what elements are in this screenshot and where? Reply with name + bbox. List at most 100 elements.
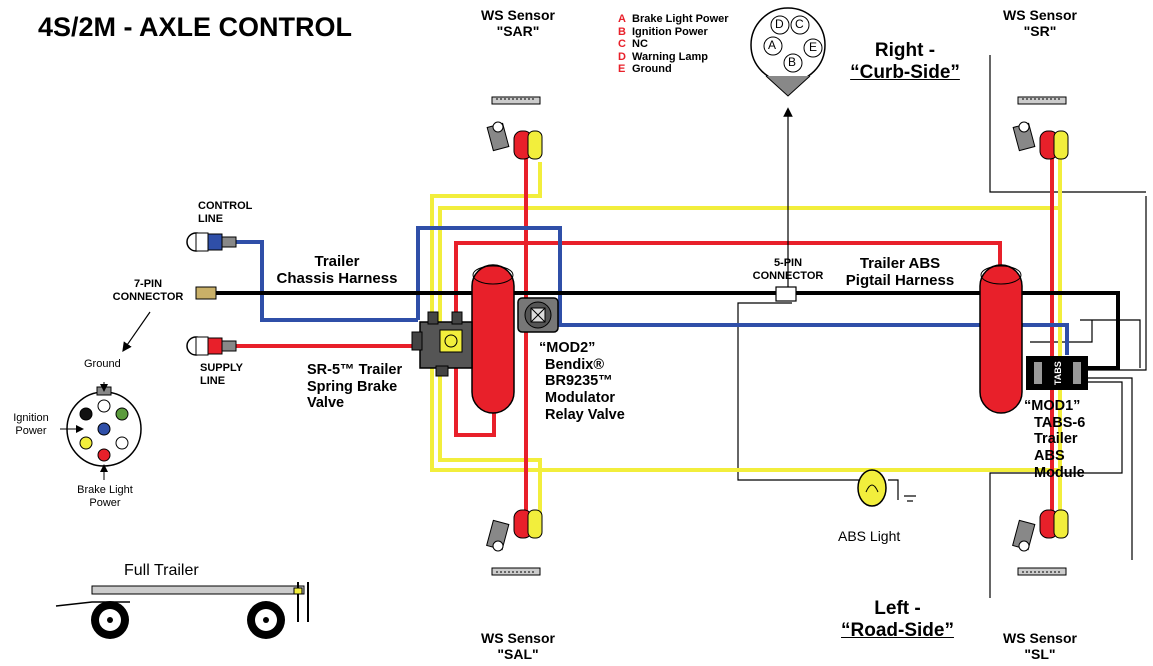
seven-pin-text1: 7-PIN: [133, 278, 163, 290]
left-side-line1: Left -: [874, 598, 921, 619]
mod1-text3: Trailer: [1034, 431, 1078, 448]
control-line-text2: LINE: [198, 212, 224, 225]
thin-wiring: [737, 55, 1147, 598]
ws-sensor-sl-label: WS Sensor "SL": [980, 630, 1100, 662]
page-title: 4S/2M - AXLE CONTROL: [38, 12, 353, 42]
chassis-harness-text1: Trailer: [314, 253, 360, 270]
mod2-text5: Relay Valve: [545, 406, 625, 423]
ws-sensor-sal-title: WS Sensor: [481, 630, 555, 646]
mod2-valve-body: [517, 297, 559, 333]
mod1-text1: “MOD1”: [1024, 398, 1081, 414]
legend-row: A Brake Light Power: [618, 13, 729, 26]
ws-sensor-sr-code: "SR": [1023, 23, 1057, 40]
ws-sensor-sar-title: WS Sensor: [481, 7, 555, 23]
wheel-assembly-sal: [486, 509, 543, 576]
wheel-assembly-sar: [486, 96, 543, 160]
mod2-text3: BR9235™: [545, 373, 613, 390]
five-pin-legend: A Brake Light Power B Ignition Power C NC D…: [618, 13, 729, 76]
legend-letter: A: [618, 13, 626, 25]
legend-row: D Warning Lamp: [618, 51, 729, 64]
five-pin-text1: 5-PIN: [773, 257, 803, 269]
ws-sensor-sar-label: WS Sensor "SAR": [458, 7, 578, 39]
supply-gladhand-body: [186, 336, 237, 356]
plug-pin-b: B: [788, 55, 797, 69]
seven-pin-ground-label: Ground: [84, 358, 121, 370]
legend-letter: D: [618, 50, 626, 63]
legend-desc: Ignition Power: [632, 25, 708, 38]
supply-line-label: SUPPLY LINE: [200, 362, 243, 387]
five-pin-text2: CONNECTOR: [752, 269, 824, 282]
sr5-text3: Valve: [307, 395, 345, 412]
left-side-label: Left - “Road-Side”: [815, 598, 980, 642]
control-gladhand-body: [186, 232, 237, 252]
brake-text2: Power: [89, 496, 121, 509]
pigtail-text1: Trailer ABS: [859, 255, 941, 272]
plug-pin-d: D: [775, 17, 784, 31]
ignition-text2: Power: [15, 424, 47, 437]
legend-letter: B: [618, 25, 626, 38]
five-pin-plug-face: [750, 7, 826, 97]
mod2-valve-label: “MOD2” Bendix® BR9235™ Modulator Relay V…: [539, 340, 625, 423]
pigtail-harness-label: Trailer ABS Pigtail Harness: [825, 255, 975, 290]
chassis-harness-text2: Chassis Harness: [276, 270, 398, 288]
five-pin-connector-label: 5-PIN CONNECTOR: [740, 257, 836, 282]
ws-sensor-sl-code: "SL": [1024, 646, 1056, 663]
sr5-valve-label: SR-5™ Trailer Spring Brake Valve: [307, 362, 402, 412]
control-line-label: CONTROL LINE: [198, 200, 252, 225]
ws-sensor-sar-code: "SAR": [496, 23, 540, 40]
legend-row: E Ground: [618, 63, 729, 76]
ws-sensor-sal-code: "SAL": [497, 646, 539, 663]
mod2-text2: Bendix®: [545, 356, 605, 373]
control-line-text1: CONTROL: [198, 200, 253, 212]
legend-desc: Warning Lamp: [632, 50, 708, 63]
mod1-text2: TABS-6: [1034, 414, 1086, 431]
legend-desc: Brake Light Power: [632, 13, 729, 25]
mod1-text4: ABS: [1034, 448, 1065, 465]
arrow-7pin: [122, 311, 151, 352]
red-air-lines: [232, 150, 1054, 520]
legend-letter: E: [618, 63, 626, 75]
legend-row: C NC: [618, 38, 729, 51]
seven-pin-text2: CONNECTOR: [112, 290, 184, 303]
mod2-text1: “MOD2”: [539, 340, 596, 356]
five-pin-connector-box: [775, 286, 797, 302]
plug-pin-a: A: [768, 38, 777, 52]
right-side-label: Right - “Curb-Side”: [830, 40, 980, 84]
supply-line-text1: SUPPLY: [200, 362, 244, 374]
right-reservoir: [979, 264, 1023, 414]
wheel-assembly-sl: [1012, 509, 1069, 576]
left-reservoir: [471, 264, 515, 414]
sr5-valve-body: [411, 311, 473, 377]
ws-sensor-sr-label: WS Sensor "SR": [980, 7, 1100, 39]
full-trailer-icon: [55, 582, 309, 639]
legend-letter: C: [618, 38, 626, 50]
abs-light-bulb-icon: [857, 469, 887, 507]
ws-sensor-sl-title: WS Sensor: [1003, 630, 1077, 646]
blue-control-line: [234, 226, 1069, 355]
ignition-text1: Ignition: [13, 412, 49, 424]
legend-desc: NC: [632, 38, 648, 50]
legend-desc: Ground: [632, 63, 672, 75]
right-side-line1: Right -: [874, 40, 936, 61]
seven-pin-connector-label: 7-PIN CONNECTOR: [100, 278, 196, 303]
full-trailer-label: Full Trailer: [124, 562, 199, 579]
seven-pin-face: [60, 382, 142, 480]
brake-text1: Brake Light: [77, 484, 133, 496]
ws-sensor-sal-label: WS Sensor "SAL": [458, 630, 578, 662]
plug-pin-e: E: [809, 40, 818, 54]
seven-pin-ignition-label: Ignition Power: [6, 412, 56, 437]
wheel-assembly-sr: [1012, 96, 1069, 160]
supply-line-text2: LINE: [200, 374, 226, 387]
tabs-module-body: [1026, 356, 1088, 390]
tabs-module-text: TABS: [1052, 361, 1063, 386]
mod2-text4: Modulator: [545, 390, 616, 407]
left-side-line2: “Road-Side”: [841, 619, 954, 641]
chassis-harness-label: Trailer Chassis Harness: [262, 253, 412, 288]
plug-pin-c: C: [795, 17, 804, 31]
pigtail-text2: Pigtail Harness: [845, 272, 955, 290]
legend-row: B Ignition Power: [618, 26, 729, 39]
ws-sensor-sr-title: WS Sensor: [1003, 7, 1077, 23]
mod1-module-label: “MOD1” TABS-6 Trailer ABS Module: [1024, 398, 1086, 481]
